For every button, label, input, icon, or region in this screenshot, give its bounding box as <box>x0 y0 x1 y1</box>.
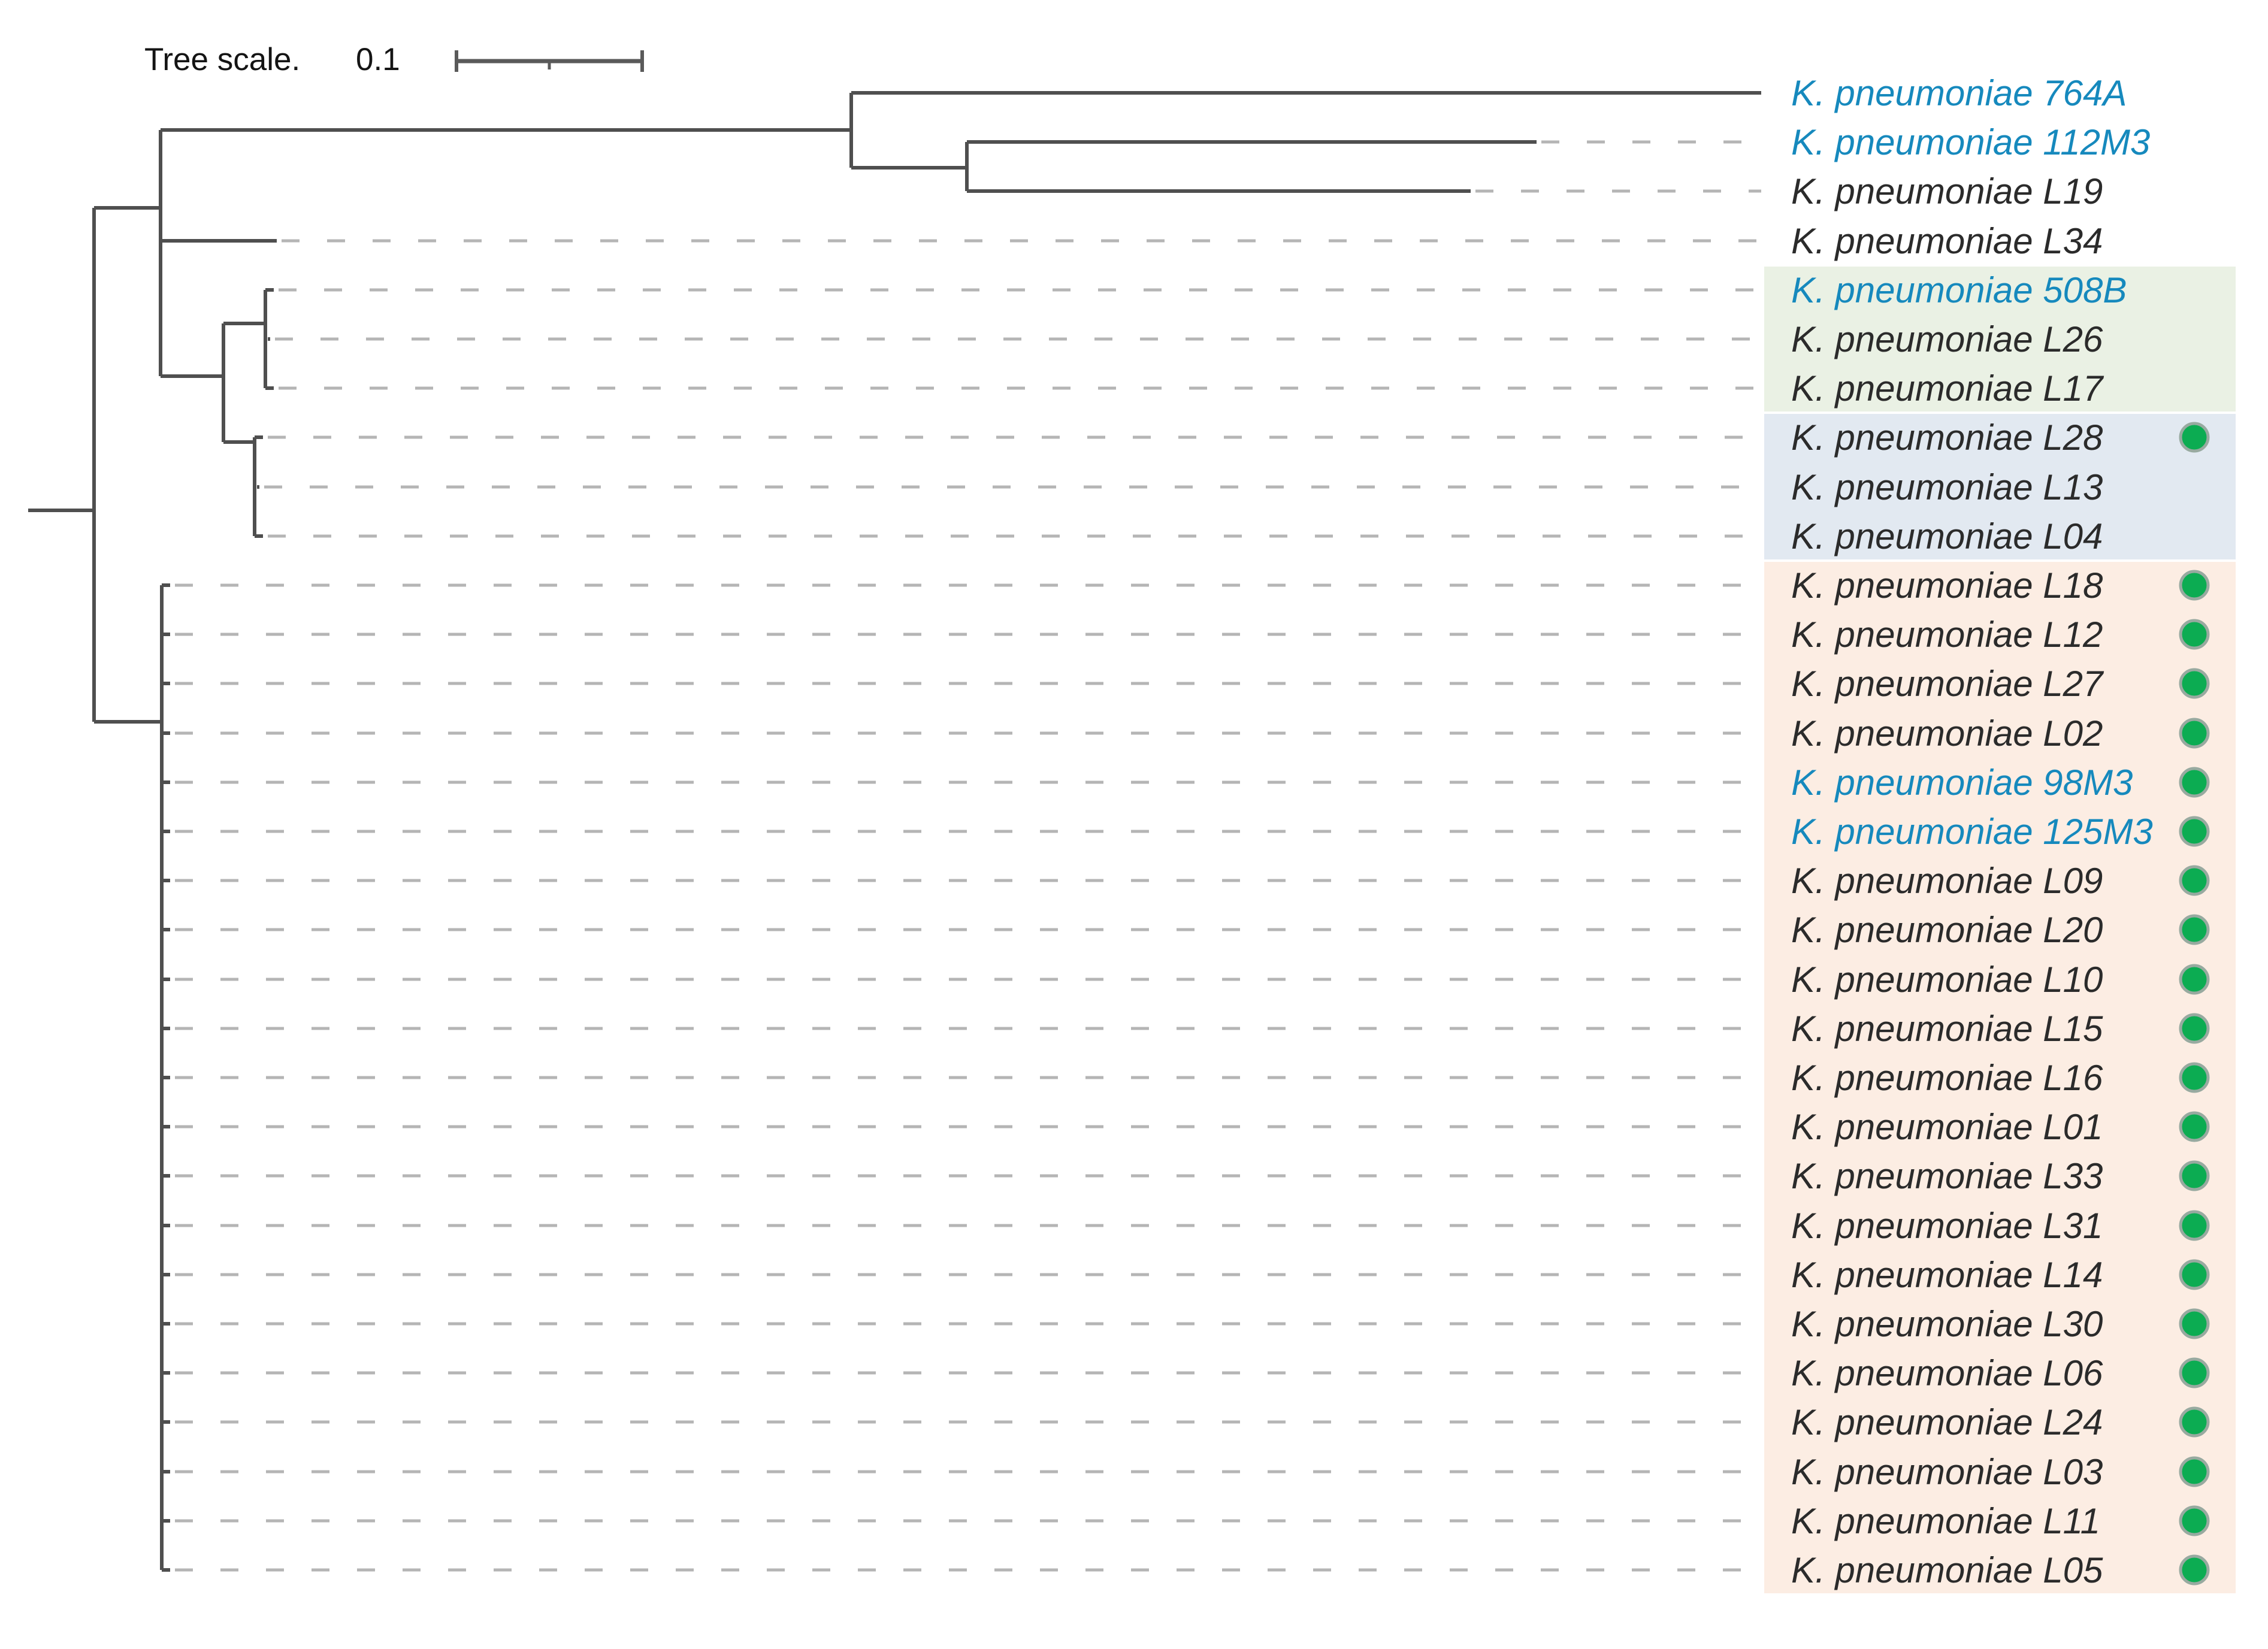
taxon-label-L20: K. pneumoniae L20 <box>1791 910 2103 950</box>
presence-dot-98M3 <box>2179 767 2210 798</box>
taxon-label-L16: K. pneumoniae L16 <box>1791 1058 2103 1098</box>
clade-band-peach <box>1764 562 2236 1593</box>
taxon-label-L27: K. pneumoniae L27 <box>1791 664 2104 704</box>
presence-dot-L05 <box>2179 1554 2210 1586</box>
clade-bands <box>1764 267 2236 1593</box>
taxon-label-L04: K. pneumoniae L04 <box>1791 516 2103 556</box>
taxon-label-L12: K. pneumoniae L12 <box>1791 615 2103 655</box>
taxon-label-L33: K. pneumoniae L33 <box>1791 1156 2103 1196</box>
taxon-label-L06: K. pneumoniae L06 <box>1791 1353 2103 1393</box>
taxon-label-L34: K. pneumoniae L34 <box>1791 221 2103 261</box>
presence-dot-L01 <box>2179 1111 2210 1142</box>
presence-dot-L14 <box>2179 1259 2210 1290</box>
taxon-labels: K. pneumoniae 764A K. pneumoniae 112M3 K. … <box>1791 73 2153 1590</box>
presence-dot-L10 <box>2179 964 2210 995</box>
tree-scale-bar <box>455 50 644 72</box>
taxon-label-L18: K. pneumoniae L18 <box>1791 565 2103 606</box>
taxon-label-L28: K. pneumoniae L28 <box>1791 417 2103 458</box>
taxon-label-L14: K. pneumoniae L14 <box>1791 1255 2103 1295</box>
presence-dot-L27 <box>2179 668 2210 699</box>
taxon-label-L10: K. pneumoniae L10 <box>1791 960 2103 1000</box>
taxon-label-L15: K. pneumoniae L15 <box>1791 1009 2103 1049</box>
presence-dot-125M3 <box>2179 816 2210 847</box>
presence-dot-L30 <box>2179 1308 2210 1339</box>
presence-dot-L03 <box>2179 1456 2210 1487</box>
tree-scale-legend: Tree scale. 0.1 <box>144 42 644 77</box>
taxon-label-L09: K. pneumoniae L09 <box>1791 861 2103 901</box>
taxon-label-L01: K. pneumoniae L01 <box>1791 1107 2103 1147</box>
taxon-label-L30: K. pneumoniae L30 <box>1791 1304 2103 1344</box>
tree-scale-label: Tree scale. <box>144 42 300 77</box>
taxon-label-L02: K. pneumoniae L02 <box>1791 713 2103 754</box>
presence-dot-L24 <box>2179 1406 2210 1438</box>
tree-branches <box>28 91 1761 1572</box>
presence-dot-L31 <box>2179 1210 2210 1241</box>
taxon-label-L24: K. pneumoniae L24 <box>1791 1402 2103 1442</box>
presence-dot-L33 <box>2179 1160 2210 1191</box>
taxon-label-L13: K. pneumoniae L13 <box>1791 467 2103 507</box>
taxon-label-L17: K. pneumoniae L17 <box>1791 368 2104 409</box>
taxon-label-98M3: K. pneumoniae 98M3 <box>1791 763 2133 803</box>
taxon-label-L26: K. pneumoniae L26 <box>1791 319 2103 359</box>
presence-dot-L20 <box>2179 914 2210 945</box>
taxon-label-L05: K. pneumoniae L05 <box>1791 1550 2103 1590</box>
presence-dot-L02 <box>2179 718 2210 749</box>
presence-dot-L06 <box>2179 1357 2210 1388</box>
presence-dot-L12 <box>2179 619 2210 650</box>
clade-band-green <box>1764 267 2236 412</box>
clade-band-blue <box>1764 414 2236 559</box>
taxon-label-112M3: K. pneumoniae 112M3 <box>1791 122 2150 162</box>
presence-dot-L28 <box>2179 422 2210 453</box>
tree-scale-value: 0.1 <box>356 42 400 77</box>
taxon-label-L19: K. pneumoniae L19 <box>1791 171 2103 211</box>
taxon-label-L31: K. pneumoniae L31 <box>1791 1206 2103 1246</box>
taxon-label-L03: K. pneumoniae L03 <box>1791 1452 2103 1492</box>
taxon-label-L11: K. pneumoniae L11 <box>1791 1501 2100 1541</box>
taxon-label-125M3: K. pneumoniae 125M3 <box>1791 812 2153 852</box>
presence-dot-L16 <box>2179 1062 2210 1093</box>
leaf-dots <box>2179 422 2210 1586</box>
presence-dot-L11 <box>2179 1505 2210 1536</box>
presence-dot-L18 <box>2179 570 2210 601</box>
presence-dot-L09 <box>2179 865 2210 896</box>
leader-lines <box>175 140 1761 1572</box>
taxon-label-764A: K. pneumoniae 764A <box>1791 73 2127 113</box>
presence-dot-L15 <box>2179 1013 2210 1044</box>
taxon-label-508B: K. pneumoniae 508B <box>1791 270 2127 310</box>
